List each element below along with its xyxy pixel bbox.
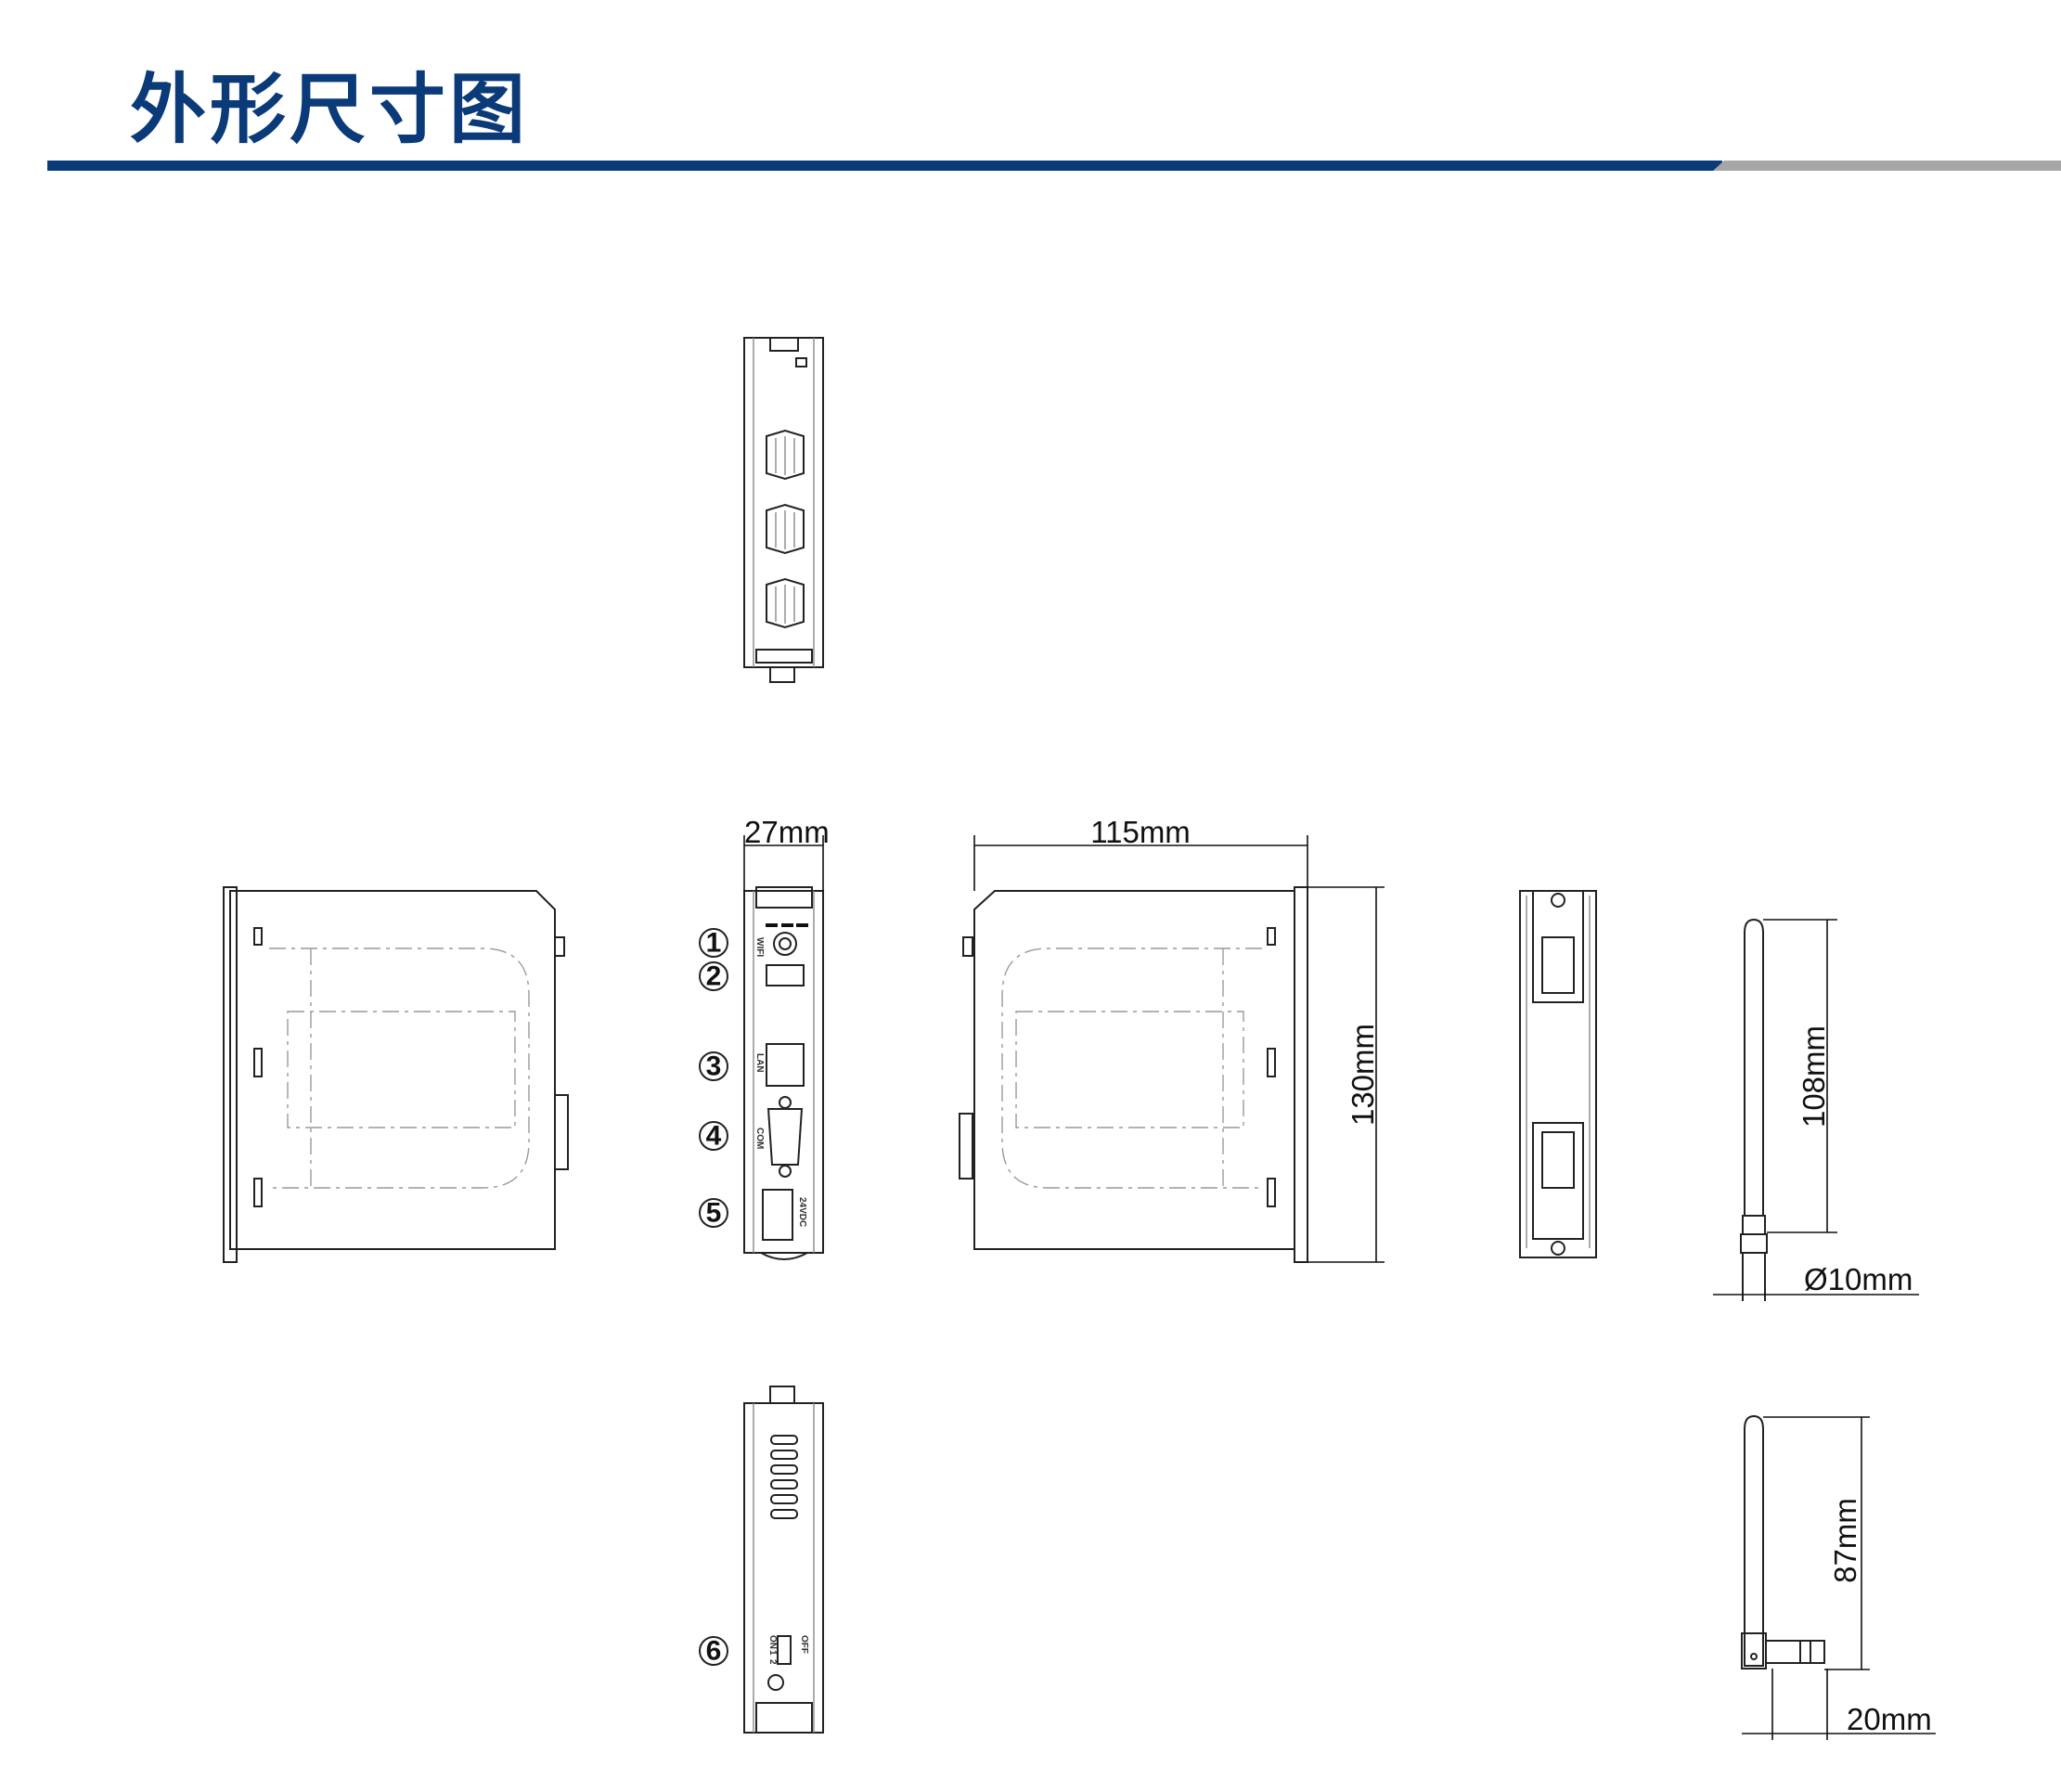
front-view: WIFI LAN COM 24VDC [743, 886, 824, 1260]
title-rule-blue [47, 161, 1722, 171]
bottom-view: ON 1 2 OFF [743, 1386, 824, 1734]
wifi-antenna-connector [773, 932, 797, 956]
com-label: COM [754, 1128, 765, 1149]
dip-1-label: 1 [767, 1650, 778, 1656]
callout-4: 4 [706, 1121, 722, 1152]
lan-port [766, 1043, 805, 1087]
callout-6: 6 [706, 1636, 722, 1667]
width-label: 27mm [744, 815, 830, 849]
reset-button [767, 1674, 784, 1691]
callout-3: 3 [706, 1051, 722, 1082]
width-dimension: 27mm [743, 815, 830, 891]
callout-2: 2 [706, 961, 722, 992]
usb-port [766, 964, 805, 986]
dip-on-label: ON [767, 1635, 778, 1649]
dip-switch [777, 1635, 792, 1665]
left-side-view [223, 886, 569, 1263]
callouts: 1 2 3 4 5 6 [699, 928, 728, 1667]
antenna-bent-length-label: 87mm [1828, 1498, 1862, 1583]
dip-2-label: 2 [767, 1659, 778, 1665]
title-rule-gray [1713, 161, 2061, 171]
depth-dimension: 115mm [973, 815, 1308, 891]
din-clip-view [1519, 890, 1597, 1258]
wifi-label: WIFI [754, 937, 765, 957]
right-side-view [959, 886, 1308, 1263]
antenna-straight: 108mm Ø10mm [1713, 918, 1919, 1301]
height-label: 130mm [1346, 1024, 1380, 1126]
page-title: 外形尺寸图 [130, 66, 530, 154]
power-terminal [762, 1189, 793, 1241]
com-port [766, 1108, 804, 1166]
lan-label: LAN [754, 1053, 765, 1073]
callout-1: 1 [706, 928, 722, 959]
top-view [743, 337, 824, 683]
antenna-bent: 87mm 20mm [1741, 1414, 1936, 1740]
depth-label: 115mm [1090, 815, 1191, 849]
antenna-length-label: 108mm [1797, 1025, 1831, 1128]
antenna-diameter-label: Ø10mm [1804, 1262, 1913, 1296]
antenna-bent-offset-label: 20mm [1847, 1702, 1932, 1736]
power-label: 24VDC [797, 1197, 807, 1227]
height-dimension: 130mm [1307, 886, 1385, 1263]
dip-off-label: OFF [799, 1635, 809, 1654]
callout-5: 5 [706, 1198, 722, 1229]
